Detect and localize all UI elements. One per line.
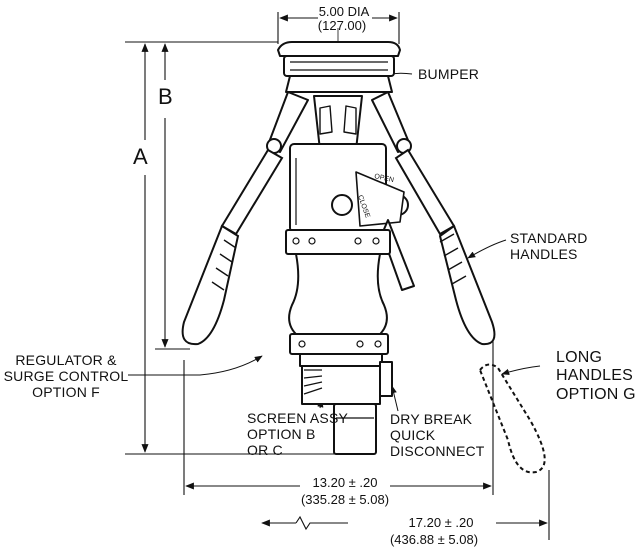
valve-open-mark: OPEN bbox=[374, 173, 395, 184]
standard-handle-left bbox=[181, 148, 284, 346]
standard-handles-line-2: HANDLES bbox=[510, 246, 578, 263]
dry-break-line-1: DRY BREAK bbox=[390, 411, 473, 427]
screen-assy-line-3: OR C bbox=[247, 442, 283, 459]
dry-break-line-2: QUICK bbox=[390, 427, 436, 444]
regulator-line-1: REGULATOR & bbox=[15, 352, 117, 368]
standard-handles-callout: STANDARD HANDLES bbox=[510, 230, 588, 262]
long-handles-line-2: HANDLES bbox=[556, 367, 633, 385]
nozzle-body bbox=[266, 41, 415, 455]
dimension-a-label: A bbox=[133, 144, 148, 169]
long-handles-line-1: LONG bbox=[556, 349, 603, 366]
screen-assy-callout: SCREEN ASSY OPTION B OR C bbox=[247, 410, 348, 458]
top-diameter-mm-label: (127.00) bbox=[317, 18, 367, 33]
regulator-line-2: SURGE CONTROL bbox=[3, 368, 129, 385]
dry-break-callout: DRY BREAK QUICK DISCONNECT bbox=[390, 411, 485, 459]
standard-handle-right bbox=[394, 148, 496, 346]
width-long-mm-label: (436.88 ± 5.08) bbox=[389, 532, 479, 547]
dry-break-line-3: DISCONNECT bbox=[390, 443, 485, 460]
screen-assy-line-1: SCREEN ASSY bbox=[247, 410, 349, 426]
regulator-callout: REGULATOR & SURGE CONTROL OPTION F bbox=[0, 352, 132, 400]
standard-handles-line-1: STANDARD bbox=[510, 230, 588, 246]
width-standard-label: 13.20 ± .20 bbox=[312, 475, 378, 490]
dimension-b-label: B bbox=[158, 84, 173, 109]
top-diameter-label: 5.00 DIA bbox=[318, 4, 370, 19]
screen-assy-line-2: OPTION B bbox=[247, 426, 316, 443]
long-handles-line-3: OPTION G bbox=[556, 385, 636, 403]
regulator-line-3: OPTION F bbox=[32, 384, 100, 401]
long-handle-outline bbox=[478, 363, 546, 474]
width-standard-mm-label: (335.28 ± 5.08) bbox=[300, 492, 390, 507]
long-handles-callout: LONG HANDLES OPTION G bbox=[556, 349, 636, 404]
dimension-lines bbox=[125, 12, 550, 540]
width-long-label: 17.20 ± .20 bbox=[408, 515, 474, 530]
bumper-callout: BUMPER bbox=[418, 66, 480, 82]
